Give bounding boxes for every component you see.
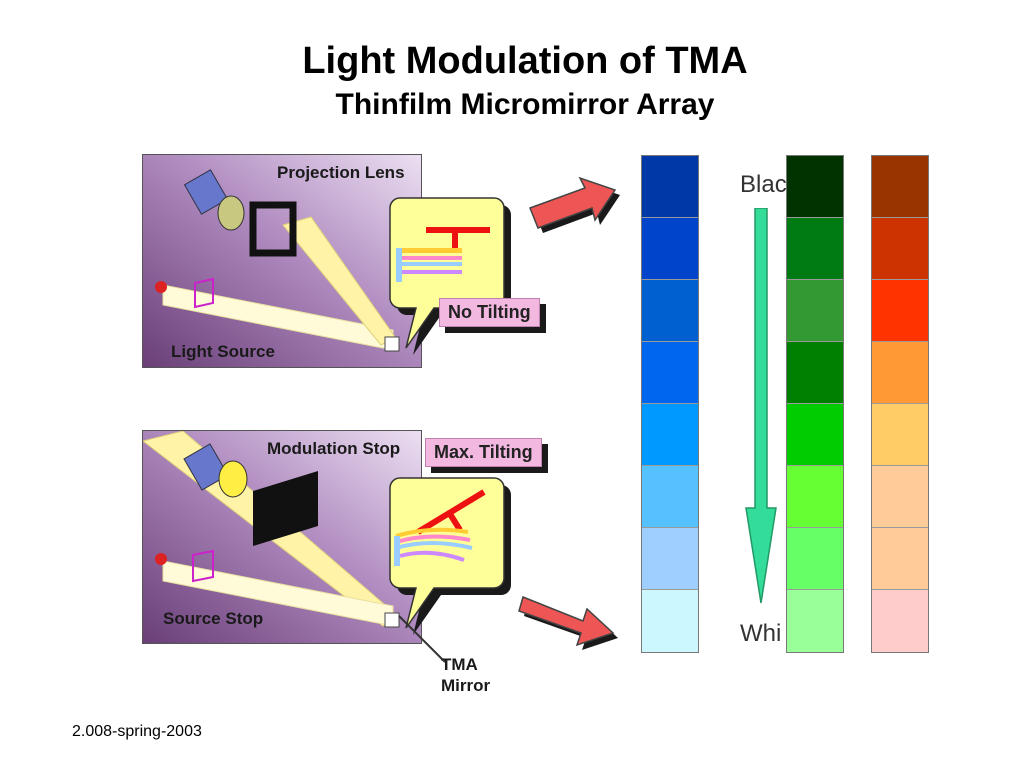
orange-shade-cell	[872, 528, 928, 590]
slide-subtitle: Thinfilm Micromirror Array	[335, 88, 715, 121]
orange-shade-cell	[872, 466, 928, 528]
slide-title: Light Modulation of TMA	[302, 40, 748, 82]
source-stop-label: Source Stop	[163, 609, 264, 628]
green-shade-cell	[787, 404, 843, 466]
max-tilting-panel: Modulation Stop Source Stop	[142, 430, 422, 644]
tma-mirror-pointer	[398, 615, 446, 663]
no-tilting-panel: Projection Lens Light Source	[142, 154, 422, 368]
green-shade-cell	[787, 590, 843, 652]
orange-shade-cell	[872, 404, 928, 466]
footer-text: 2.008-spring-2003	[72, 723, 202, 740]
max-tilting-label: Max. Tilting	[425, 438, 542, 467]
tma-mirror-label: TMA Mirror	[441, 654, 490, 696]
black-to-white-arrow	[745, 208, 777, 604]
scale-black-label: Blac	[740, 171, 787, 198]
tma-label-line1: TMA	[441, 655, 478, 674]
blue-shade-cell	[642, 156, 698, 218]
green-shade-cell	[787, 528, 843, 590]
top-red-arrow	[529, 176, 620, 233]
orange-shade-cell	[872, 156, 928, 218]
green-shade-cell	[787, 342, 843, 404]
modulation-stop-label: Modulation Stop	[267, 439, 401, 458]
max-tilting-mirror-bubble	[389, 477, 511, 635]
blue-shade-column	[641, 155, 699, 653]
green-shade-cell	[787, 218, 843, 280]
blue-shade-cell	[642, 280, 698, 342]
blue-shade-cell	[642, 466, 698, 528]
orange-shade-cell	[872, 280, 928, 342]
green-shade-cell	[787, 280, 843, 342]
orange-shade-column	[871, 155, 929, 653]
bottom-red-arrow	[518, 595, 618, 650]
blue-shade-cell	[642, 342, 698, 404]
orange-shade-cell	[872, 342, 928, 404]
max-tilting-optics-illustration	[143, 431, 421, 643]
blue-shade-cell	[642, 528, 698, 590]
no-tilting-label: No Tilting	[439, 298, 540, 327]
projection-lens-label: Projection Lens	[277, 163, 405, 182]
scale-white-label: Whi	[740, 620, 782, 647]
light-source-label: Light Source	[171, 342, 275, 361]
green-shade-cell	[787, 156, 843, 218]
blue-shade-cell	[642, 404, 698, 466]
orange-shade-cell	[872, 218, 928, 280]
no-tilting-optics-illustration	[143, 155, 421, 367]
green-shade-column	[786, 155, 844, 653]
blue-shade-cell	[642, 218, 698, 280]
orange-shade-cell	[872, 590, 928, 652]
blue-shade-cell	[642, 590, 698, 652]
no-tilting-mirror-bubble	[389, 197, 511, 355]
tma-label-line2: Mirror	[441, 676, 491, 695]
green-shade-cell	[787, 466, 843, 528]
